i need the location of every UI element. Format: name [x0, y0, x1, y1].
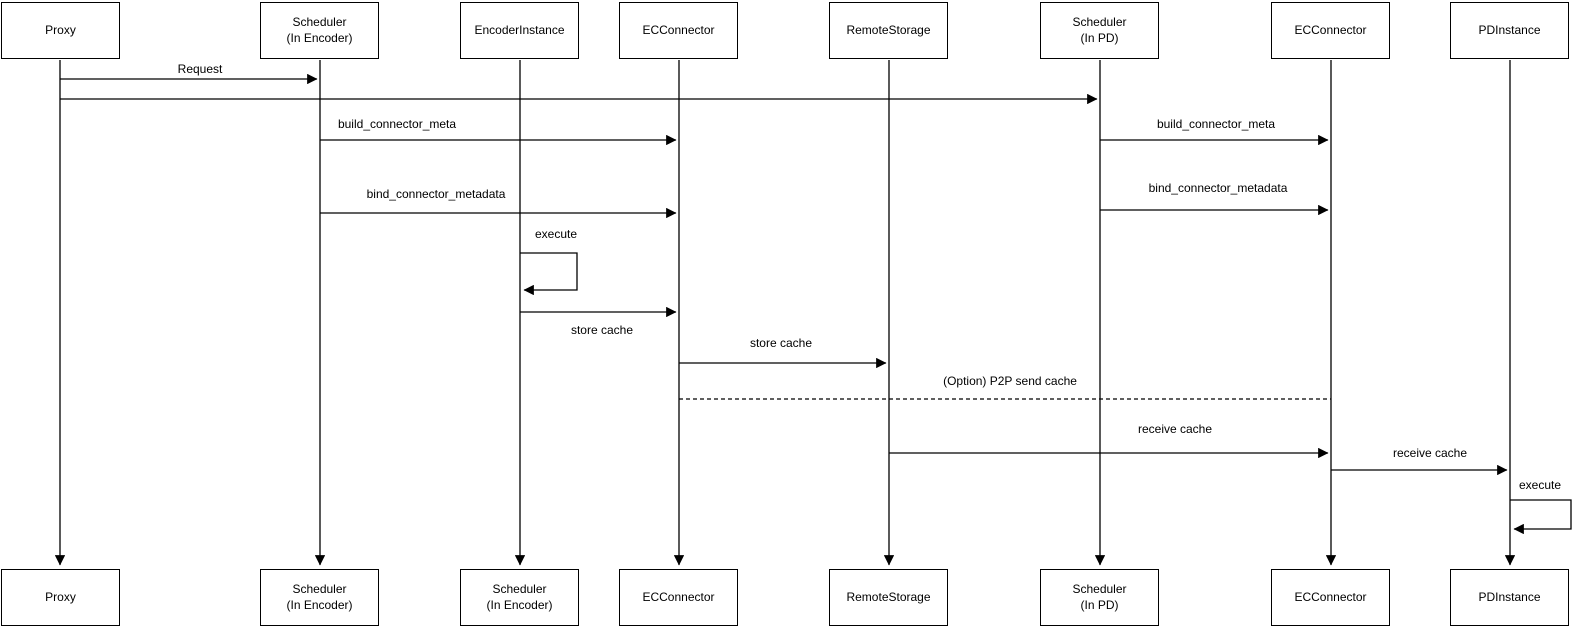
- message-label-bind-meta-pd: bind_connector_metadata: [1148, 181, 1288, 195]
- participant-bottom-encoder-instance: Scheduler (In Encoder): [460, 569, 579, 626]
- message-label-bind-meta-encoder: bind_connector_metadata: [366, 187, 506, 201]
- participant-bottom-ecconnector-enc: ECConnector: [619, 569, 738, 626]
- participant-top-proxy: Proxy: [1, 2, 120, 59]
- message-label-execute-encoder: execute: [534, 227, 578, 241]
- message-label-request: Request: [177, 62, 223, 76]
- participant-label: Proxy: [45, 589, 76, 604]
- participant-top-encoder-instance: EncoderInstance: [460, 2, 579, 59]
- participant-bottom-proxy: Proxy: [1, 569, 120, 626]
- participant-label: Scheduler (In PD): [1072, 14, 1127, 45]
- message-label-store-cache-2: store cache: [749, 336, 813, 350]
- participant-top-remote-storage: RemoteStorage: [829, 2, 948, 59]
- participant-top-scheduler-encoder: Scheduler (In Encoder): [260, 2, 379, 59]
- participant-label: RemoteStorage: [846, 22, 931, 37]
- participant-bottom-ecconnector-pd: ECConnector: [1271, 569, 1390, 626]
- message-label-receive-cache-1: receive cache: [1137, 422, 1213, 436]
- participant-label: PDInstance: [1478, 22, 1541, 37]
- participant-top-ecconnector-pd: ECConnector: [1271, 2, 1390, 59]
- message-label-store-cache-1: store cache: [570, 323, 634, 337]
- participant-label: RemoteStorage: [846, 589, 931, 604]
- participant-label: Scheduler (In PD): [1072, 581, 1127, 612]
- participant-top-scheduler-pd: Scheduler (In PD): [1040, 2, 1159, 59]
- message-selfloop-execute-encoder: [520, 252, 578, 296]
- participant-label: ECConnector: [1294, 22, 1367, 37]
- message-label-build-meta-encoder: build_connector_meta: [337, 117, 457, 131]
- participant-label: ECConnector: [642, 589, 715, 604]
- participant-bottom-scheduler-encoder: Scheduler (In Encoder): [260, 569, 379, 626]
- message-selfloop-execute-pd: [1510, 499, 1572, 535]
- participant-bottom-scheduler-pd: Scheduler (In PD): [1040, 569, 1159, 626]
- participant-label: PDInstance: [1478, 589, 1541, 604]
- message-label-build-meta-pd: build_connector_meta: [1156, 117, 1276, 131]
- participant-bottom-pd-instance: PDInstance: [1450, 569, 1569, 626]
- participant-top-pd-instance: PDInstance: [1450, 2, 1569, 59]
- participant-label: ECConnector: [1294, 589, 1367, 604]
- participant-label: Scheduler (In Encoder): [286, 14, 353, 45]
- participant-label: EncoderInstance: [474, 22, 565, 37]
- message-label-execute-pd: execute: [1518, 478, 1562, 492]
- participant-label: Scheduler (In Encoder): [486, 581, 553, 612]
- participant-bottom-remote-storage: RemoteStorage: [829, 569, 948, 626]
- participant-top-ecconnector-enc: ECConnector: [619, 2, 738, 59]
- participant-label: Proxy: [45, 22, 76, 37]
- participant-label: Scheduler (In Encoder): [286, 581, 353, 612]
- participant-label: ECConnector: [642, 22, 715, 37]
- message-label-p2p-send-cache: (Option) P2P send cache: [943, 374, 1077, 388]
- message-label-receive-cache-2: receive cache: [1392, 446, 1468, 460]
